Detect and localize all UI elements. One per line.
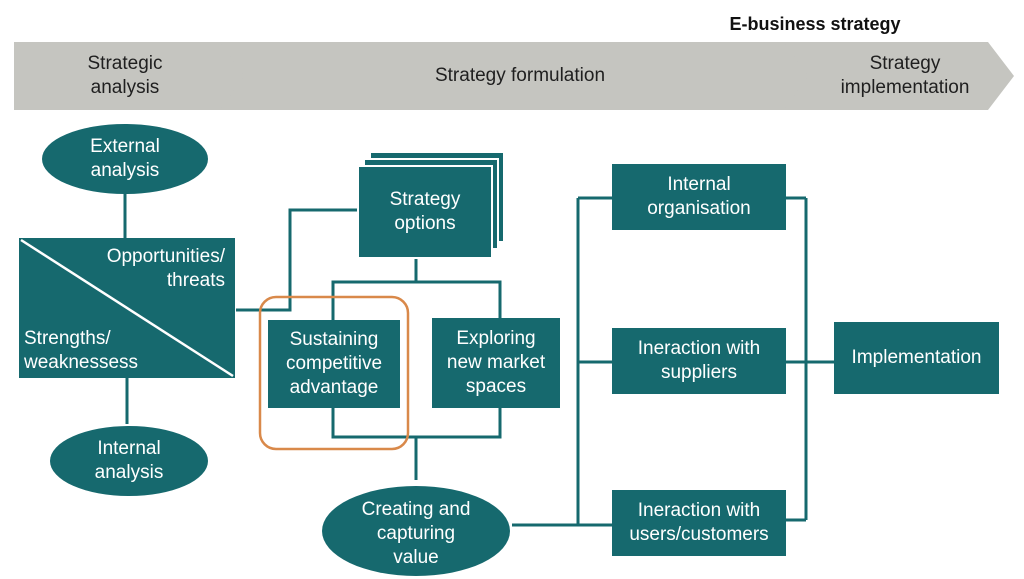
strategy-options-box [357,165,493,259]
external-analysis-ellipse [42,124,208,194]
implementation-box [834,322,999,394]
internal-analysis-ellipse [50,426,208,496]
interaction-customers-box [612,490,786,556]
creating-value-ellipse [322,486,510,576]
exploring-markets-box [432,318,560,408]
sustaining-advantage-box [268,320,400,408]
interaction-suppliers-box [612,328,786,394]
phase-arrow-strategy-implementation [784,42,1014,110]
phase-arrow-strategic-analysis [14,42,246,110]
phase-arrow-strategy-formulation [220,42,810,110]
connector-lines [123,192,834,527]
internal-organisation-box [612,164,786,230]
swot-divider [20,238,234,378]
highlight-frame [258,295,410,451]
